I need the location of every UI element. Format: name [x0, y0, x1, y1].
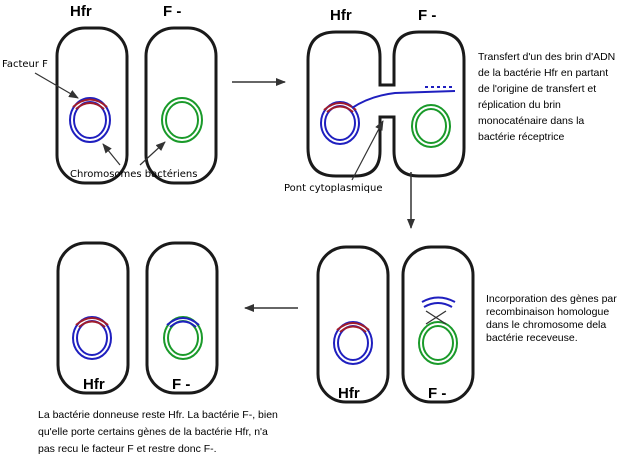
step2-desc-line-6: bactérie réceptrice: [478, 131, 565, 143]
step2-mating-cells: [306, 30, 466, 178]
step3-f-cell: [401, 245, 475, 404]
step3-desc-line-2: recombinaison homologue: [486, 306, 609, 318]
step3-hfr-chromosome: [333, 321, 373, 365]
step2-desc-line-2: de la bactérie Hfr en partant: [478, 67, 608, 79]
step1-fminus-label: F -: [163, 3, 181, 20]
step4-hfr-chromosome: [72, 316, 112, 360]
step3-f-chromosome: [418, 296, 458, 365]
step2-desc-line-4: réplication du brin: [478, 99, 561, 111]
step1-f-cell: [144, 26, 218, 185]
step4-desc-line-1: La bactérie donneuse reste Hfr. La bacté…: [38, 409, 278, 421]
step2-desc-line-1: Transfert d'un des brin d'ADN: [478, 51, 615, 63]
step2-hfr-label: Hfr: [330, 7, 352, 24]
step1-hfr-label: Hfr: [70, 3, 92, 20]
step3-donor-fragment: [421, 296, 456, 303]
step4-group: Hfr F - La bactérie donneuse reste Hfr. …: [38, 241, 281, 455]
step4-description: La bactérie donneuse reste Hfr. La bacté…: [38, 409, 281, 455]
facteur-f-label: Facteur F: [2, 59, 48, 70]
step4-hfr-label: Hfr: [83, 376, 105, 393]
step1-group: Hfr F - Facteur F Chromosomes bactériens: [2, 3, 218, 185]
chromosomes-label: Chromosomes bactériens: [70, 168, 197, 180]
step2-desc-line-3: de l'origine de transfert et: [478, 83, 596, 95]
step1-hfr-chromosome: [69, 97, 111, 143]
step4-f-chromosome: [163, 316, 203, 360]
step3-desc-line-4: bactérie receveuse.: [486, 332, 578, 344]
step3-hfr-label: Hfr: [338, 385, 360, 402]
step4-desc-line-3: pas recu le facteur F et restre donc F-.: [38, 443, 217, 455]
step3-description: Incorporation des gènes par recombinaiso…: [486, 293, 620, 344]
step2-description: Transfert d'un des brin d'ADN de la bact…: [478, 51, 618, 143]
step2-f-chromosome: [411, 104, 451, 148]
chromosomes-pointer-left: [102, 143, 121, 166]
step4-desc-line-2: qu'elle porte certains gènes de la bacté…: [38, 426, 268, 438]
step3-group: Hfr F - Incorporation des gènes par reco…: [316, 245, 620, 404]
step2-desc-line-5: monocaténaire dans la: [478, 115, 584, 127]
facteur-f-pointer: [34, 72, 79, 99]
chromosomes-pointer-right: [139, 141, 166, 166]
step1-f-factor: [72, 98, 108, 108]
step3-desc-line-1: Incorporation des gènes par: [486, 293, 617, 305]
step3-fminus-label: F -: [428, 385, 446, 402]
pont-label: Pont cytoplasmique: [284, 183, 383, 194]
step3-desc-line-3: dans le chromosome dela: [486, 319, 606, 331]
step4-incorporated-genes: [166, 317, 200, 326]
step3-crossover-2: [425, 310, 447, 325]
pont-pointer: [351, 120, 384, 181]
step1-f-chromosome: [161, 97, 203, 143]
step4-fminus-label: F -: [172, 376, 190, 393]
step2-group: Hfr F - Pont cytoplasmique Transfert d'u…: [284, 7, 618, 194]
step2-fminus-label: F -: [418, 7, 436, 24]
step3-hfr-cell: [316, 245, 390, 404]
step2-transferred-strand: [351, 90, 456, 109]
